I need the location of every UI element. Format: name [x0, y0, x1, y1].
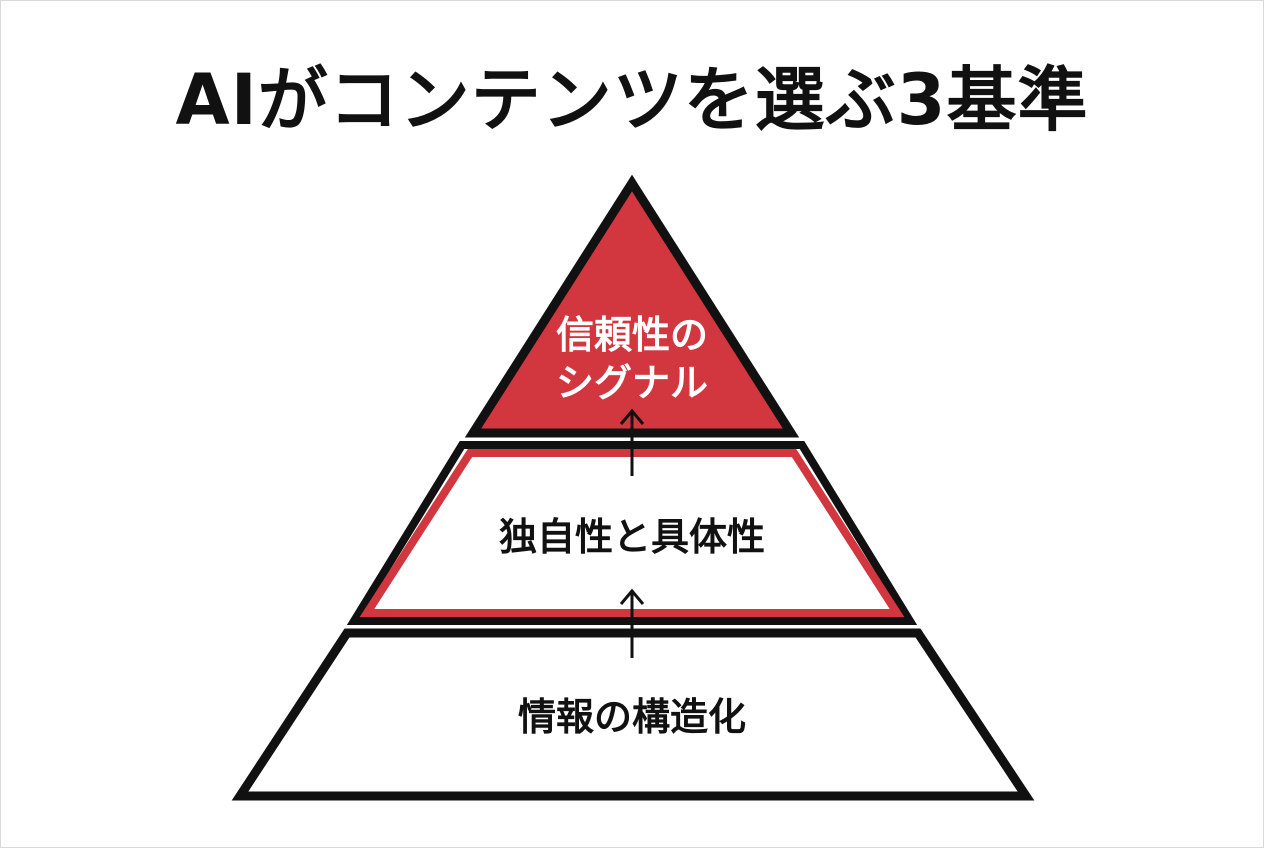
arrow-up-icon [619, 588, 645, 658]
pyramid-bottom-tier [231, 628, 1035, 801]
pyramid-middle-tier-inner-border [359, 449, 905, 617]
bottom-tier-label: 情報の構造化 [518, 695, 746, 739]
top-tier-label-line1: 信頼性の [556, 313, 708, 357]
pyramid-middle-tier [346, 441, 918, 625]
page-title: AIがコンテンツを選ぶ3基準 [175, 59, 1089, 141]
arrow-up-icon [619, 408, 645, 476]
middle-tier-label: 独自性と具体性 [499, 515, 765, 559]
top-tier-label-line2: シグナル [556, 361, 708, 405]
